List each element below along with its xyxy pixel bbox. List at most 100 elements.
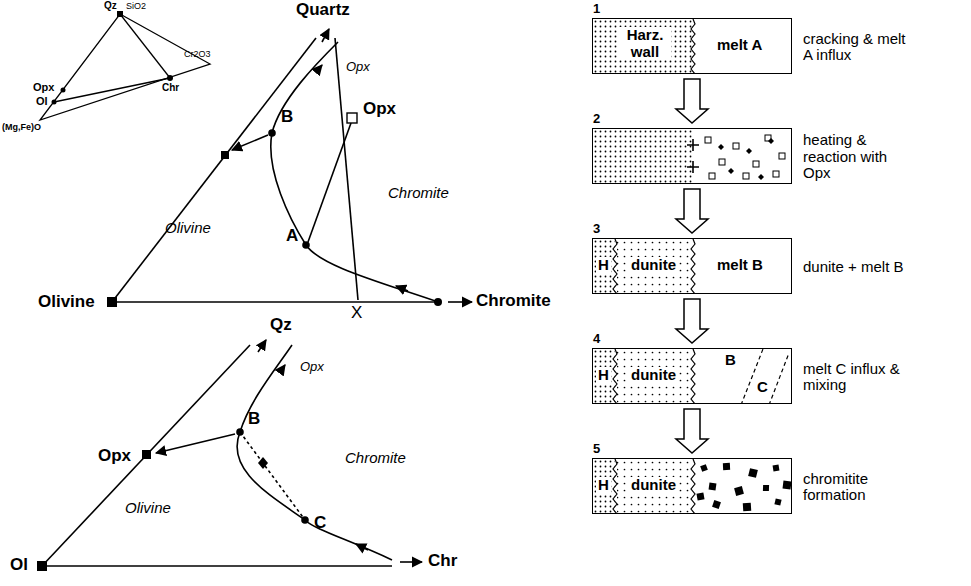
diagram-label: Chr [428, 552, 457, 571]
stage-caption: cracking & melt A influx [803, 31, 915, 64]
diagram-label: Chromite [476, 292, 551, 311]
opx-grain [743, 173, 749, 179]
harzburgite-stipple [593, 19, 693, 73]
wavy-contact [691, 239, 695, 293]
diagram-label: B [281, 108, 293, 127]
stage-arrow [676, 299, 708, 343]
reaction-cross [687, 161, 699, 173]
point-marker [268, 129, 276, 137]
vertex-marker [142, 450, 151, 459]
harzburgite-stipple [593, 459, 615, 513]
inset-point [167, 75, 173, 81]
panel-illustration [593, 129, 791, 183]
chromite-grain [746, 148, 752, 154]
panel-text: dunite [629, 257, 678, 274]
opx-grain [709, 173, 715, 179]
stage-panel: 5Hdunitechromitite formation [592, 458, 792, 514]
diagram-label: Qz [104, 0, 117, 11]
stage-panel: 4HduniteBCmelt C influx & mixing [592, 348, 792, 404]
panel-text: C [755, 379, 770, 396]
stage-arrow [676, 409, 708, 453]
mix-point [258, 457, 268, 469]
diagram-label: Cr2O3 [184, 50, 211, 60]
opx-marker [347, 113, 357, 123]
chromitite-grain [783, 481, 791, 490]
vertex-marker [434, 298, 442, 306]
stage-number: 4 [593, 332, 600, 346]
panel-text: Harz. wall [619, 27, 671, 60]
panel-text: H [596, 367, 611, 384]
stage-caption: dunite + melt B [803, 259, 915, 276]
opx-grain [773, 171, 779, 177]
wavy-contact [613, 349, 617, 403]
panel-text: H [596, 477, 611, 494]
diagram-label: A [286, 227, 298, 246]
inset-point [52, 100, 57, 105]
diagram-label: Chr [162, 82, 179, 93]
stage-number: 1 [593, 2, 600, 16]
dunite-stipple [617, 459, 693, 513]
point-marker [236, 428, 244, 436]
diagram-label: (Mg,Fe)O [2, 123, 41, 133]
chromite-grain [728, 168, 734, 174]
stage-number: 5 [593, 442, 600, 456]
diagram-label: Opx [33, 81, 54, 93]
opx-grain [733, 143, 739, 149]
diagram-label: Opx [300, 360, 324, 374]
chromitite-grain [774, 498, 781, 505]
panel-text: B [723, 352, 738, 369]
reaction-cross [687, 139, 699, 151]
chromitite-grain [723, 463, 730, 470]
diagram-label: Opx [363, 100, 396, 119]
stage-arrow [676, 79, 708, 123]
diagram-label: Chromite [388, 185, 449, 202]
chromite-grain [718, 144, 724, 150]
stage-arrow [676, 189, 708, 233]
diagram-label: Ol [36, 95, 48, 107]
mixing-front [769, 353, 789, 403]
panel-text: melt B [715, 257, 765, 274]
stage-caption: melt C influx & mixing [803, 361, 915, 394]
chromitite-grain [763, 485, 769, 491]
diagram-label: Opx [346, 60, 370, 74]
point-marker [302, 241, 310, 249]
inset-point [117, 11, 123, 17]
chromitite-grain [709, 483, 717, 491]
diagram-label: Opx [98, 447, 131, 466]
stage-caption: chromitite formation [803, 471, 915, 504]
panel-text: melt A [715, 37, 764, 54]
inset-point [61, 88, 66, 93]
opx-grain [779, 153, 785, 159]
vertex-marker [107, 297, 117, 307]
diagram-label: Olivine [38, 293, 95, 312]
dunite-stipple [617, 239, 693, 293]
opx-grain [719, 159, 725, 165]
chromitite-grain [712, 500, 721, 509]
diagram-label: Qz [270, 316, 292, 335]
diagram-label: C [314, 514, 326, 533]
opx-grain [705, 137, 711, 143]
wavy-contact [691, 19, 695, 73]
point-marker [301, 516, 309, 524]
chromitite-grain [696, 492, 704, 500]
chromite-grain [768, 138, 774, 144]
chromitite-grain [734, 486, 744, 496]
harzburgite-stipple [593, 129, 693, 183]
stage-caption: heating & reaction with Opx [803, 132, 915, 182]
point-marker [221, 151, 229, 159]
panel-text: H [596, 257, 611, 274]
wavy-contact [691, 349, 695, 403]
stage-panel: 3Hdunitemelt Bdunite + melt B [592, 238, 792, 294]
diagram-label: Ol [10, 556, 28, 575]
panel-text: dunite [629, 477, 678, 494]
diagram-label: SiO2 [126, 2, 146, 12]
dunite-stipple [617, 349, 693, 403]
harzburgite-stipple [593, 349, 615, 403]
stage-number: 3 [593, 222, 600, 236]
diagram-label: B [248, 410, 260, 429]
inset-triangle [40, 14, 210, 120]
panel-illustration [593, 459, 791, 513]
harzburgite-stipple [593, 239, 615, 293]
diagram-label: Quartz [296, 1, 350, 20]
stage-number: 2 [593, 112, 600, 126]
